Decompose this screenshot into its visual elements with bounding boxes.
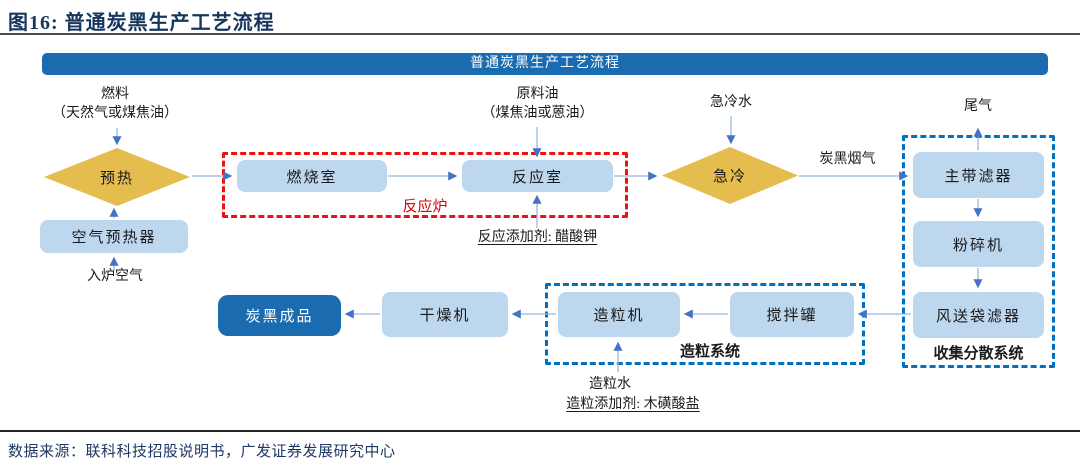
label-carbon-black-smoke: 炭黑烟气 (819, 152, 876, 167)
node-reaction-chamber: 反应室 (462, 160, 613, 192)
label-raw-oil-sub: （煤焦油或蒽油） (481, 105, 594, 121)
label-fuel: 燃料 （天然气或煤焦油） (30, 86, 200, 124)
node-quench-label: 急冷 (712, 169, 747, 185)
node-crusher: 粉碎机 (913, 221, 1044, 267)
node-granulator: 造粒机 (558, 292, 680, 337)
group-reaction-furnace-box (222, 152, 628, 218)
label-granulation-additive: 造粒添加剂: 木磺酸盐 (566, 397, 700, 412)
label-quench-water: 急冷水 (710, 95, 752, 110)
label-raw-oil-main: 原料油 (516, 87, 559, 102)
label-granulation-water: 造粒水 (589, 377, 631, 392)
node-preheat-label: 预热 (99, 170, 134, 187)
label-raw-oil: 原料油 （煤焦油或蒽油） (455, 86, 620, 124)
label-fuel-sub: （天然气或煤焦油） (52, 105, 178, 121)
node-carbon-black-product: 炭黑成品 (218, 295, 341, 336)
node-air-preheater: 空气预热器 (40, 220, 188, 253)
label-reaction-additive: 反应添加剂: 醋酸钾 (477, 230, 598, 245)
group-label-granulation-system: 造粒系统 (679, 344, 740, 360)
label-fuel-main: 燃料 (101, 87, 129, 102)
node-quench: 急冷 (662, 147, 798, 204)
node-mixing-tank: 搅拌罐 (730, 292, 854, 337)
node-combustion-chamber: 燃烧室 (237, 160, 387, 192)
node-air-bag-filter: 风送袋滤器 (913, 292, 1044, 338)
group-granulation-system-box (545, 283, 865, 365)
group-label-reaction-furnace: 反应炉 (402, 199, 448, 215)
label-tail-gas: 尾气 (964, 99, 992, 114)
label-furnace-air: 入炉空气 (87, 269, 143, 284)
figure-source: 数据来源：联科科技招股说明书，广发证券发展研究中心 (8, 444, 396, 460)
group-label-collection-system: 收集分散系统 (933, 346, 1024, 362)
source-divider (0, 430, 1080, 432)
figure-title: 图16: 普通炭黑生产工艺流程 (8, 12, 275, 34)
node-preheat: 预热 (44, 148, 190, 206)
diagram-header-bar: 普通炭黑生产工艺流程 (42, 53, 1048, 75)
node-dryer: 干燥机 (382, 292, 508, 337)
title-divider (0, 33, 1080, 35)
node-main-bag-filter: 主带滤器 (913, 152, 1044, 198)
